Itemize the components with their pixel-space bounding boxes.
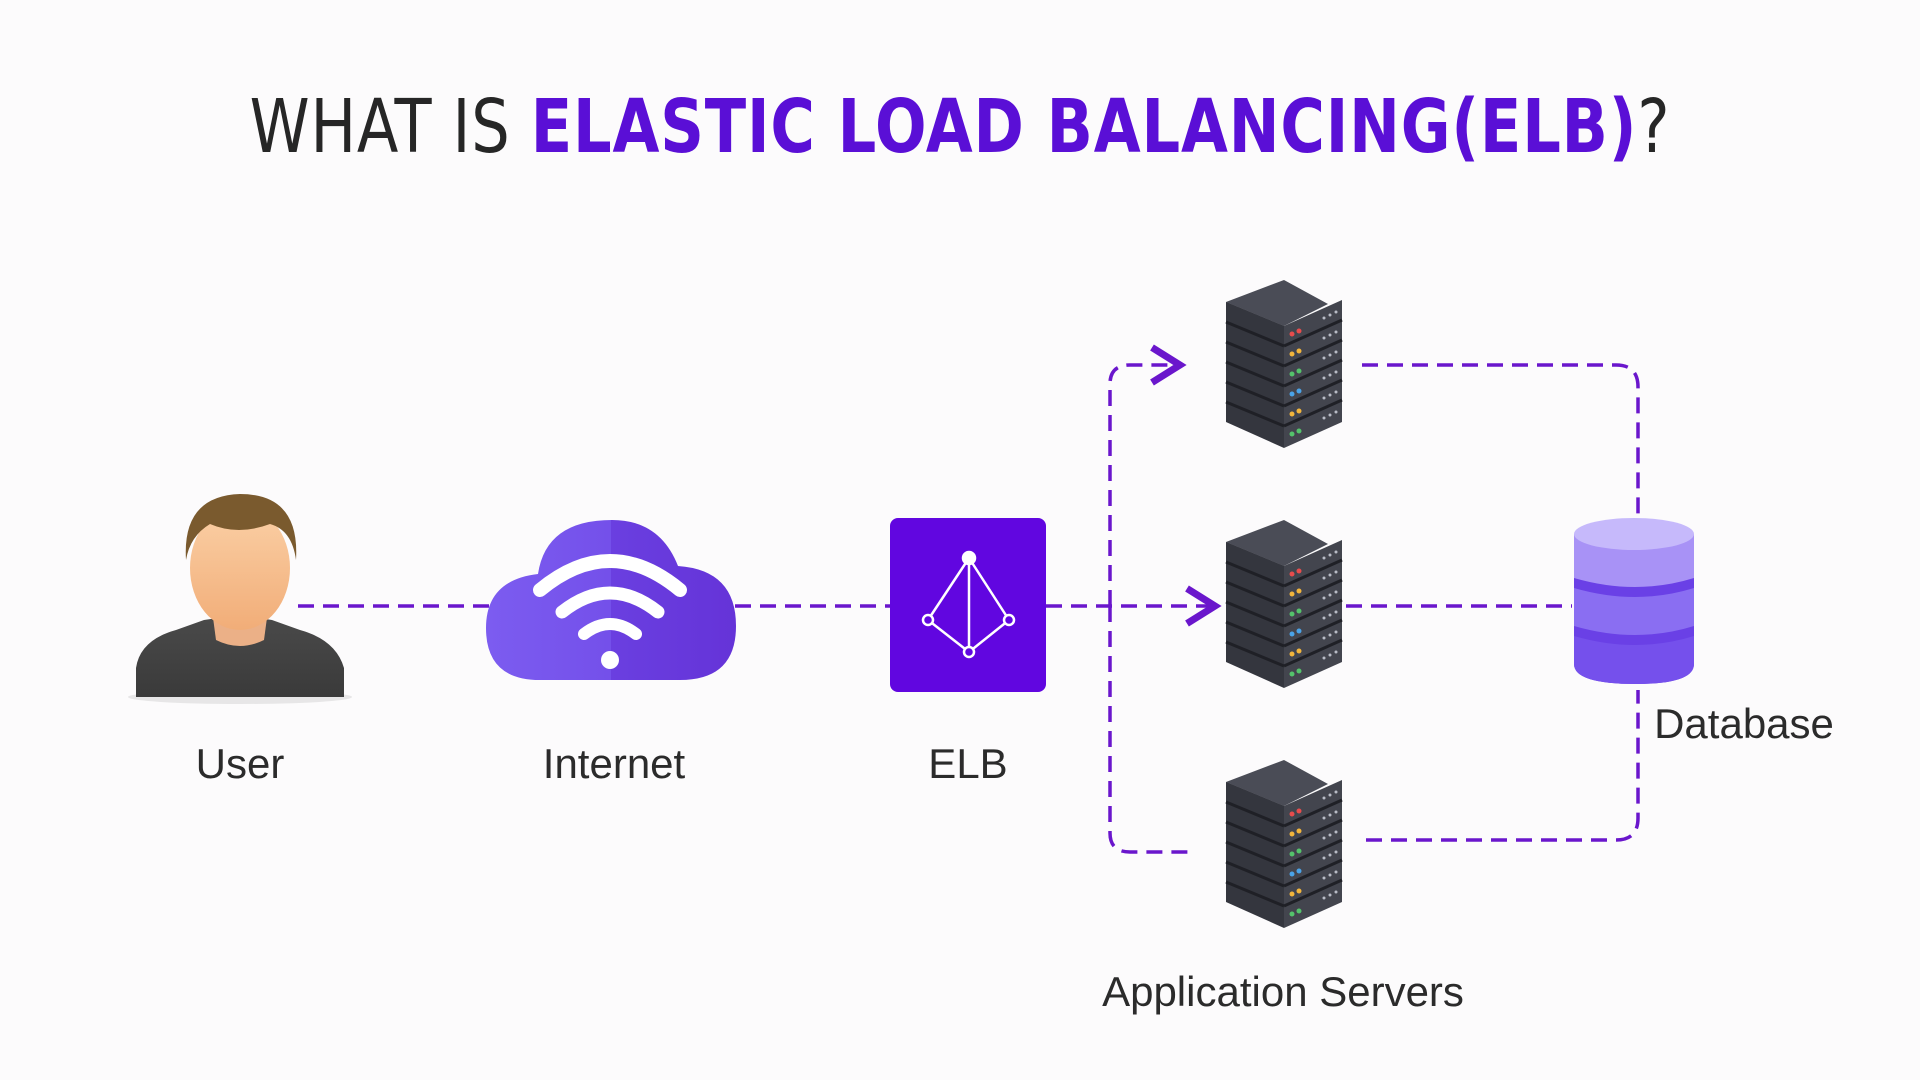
elb-label: ELB xyxy=(928,740,1008,787)
database-label: Database xyxy=(1654,700,1834,747)
connectors xyxy=(298,344,1640,854)
user-icon xyxy=(128,494,352,704)
connector-branch-top xyxy=(1108,344,1187,606)
server-rack-icon xyxy=(1224,518,1344,690)
connector-branch-bottom xyxy=(1108,606,1188,854)
database-icon xyxy=(1574,518,1694,684)
user-label: User xyxy=(195,740,285,787)
page-title: WHAT IS ELASTIC LOAD BALANCING(ELB)? xyxy=(173,84,1747,170)
server-rack-icon xyxy=(1224,278,1344,450)
elb-icon xyxy=(890,518,1046,692)
server-rack-icon xyxy=(1224,758,1344,930)
cloud-wifi-icon xyxy=(486,520,736,680)
connector-server-top-db xyxy=(1362,363,1640,518)
application-servers-label: Application Servers xyxy=(1102,968,1464,1015)
connector-server-bottom-db xyxy=(1366,690,1640,842)
title-highlight: ELASTIC LOAD BALANCING(ELB) xyxy=(530,84,1638,170)
title-prefix: WHAT IS xyxy=(249,84,531,170)
title-suffix: ? xyxy=(1637,84,1671,170)
internet-label: Internet xyxy=(542,740,686,787)
